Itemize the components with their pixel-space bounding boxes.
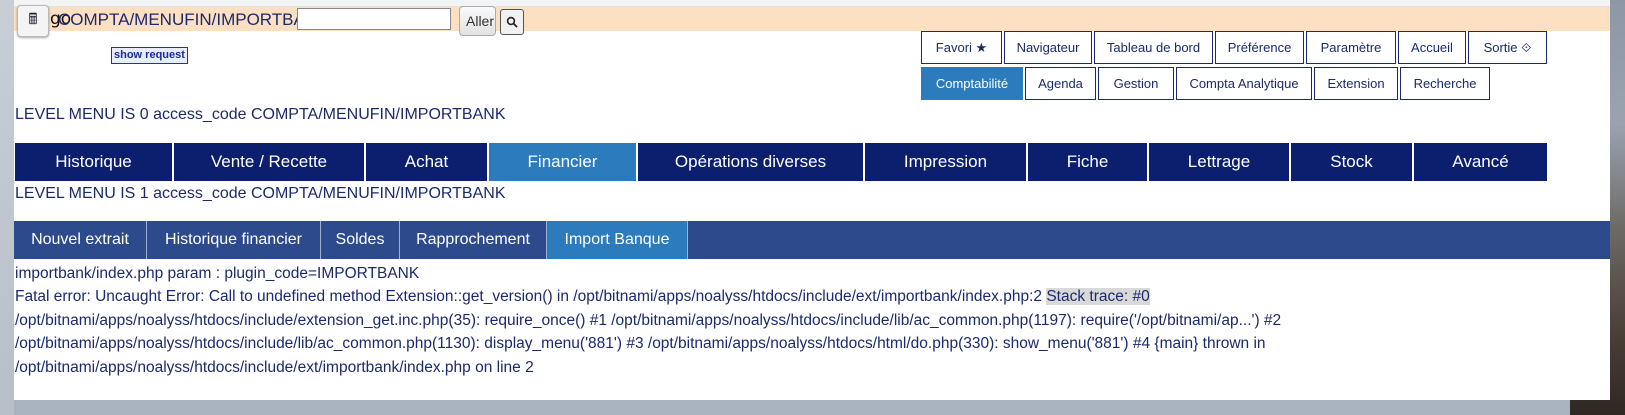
menu-navigateur[interactable]: Navigateur: [1004, 31, 1092, 64]
subtab-import-banque[interactable]: Import Banque: [547, 221, 688, 259]
access-code-label: COMPTA/MENUFIN/IMPORTBANK: [58, 10, 329, 29]
top-menu-row2: Comptabilité Agenda Gestion Compta Analy…: [921, 67, 1490, 100]
menu-compta-analytique[interactable]: Compta Analytique: [1176, 67, 1312, 100]
tab-avance[interactable]: Avancé: [1414, 143, 1547, 181]
menu-extension[interactable]: Extension: [1314, 67, 1398, 100]
level-menu-1-text: LEVEL MENU IS 1 access_code COMPTA/MENUF…: [15, 185, 506, 202]
menu-parametre[interactable]: Paramètre: [1306, 31, 1396, 64]
menu-recherche[interactable]: Recherche: [1400, 67, 1490, 100]
menu-comptabilite[interactable]: Comptabilité: [921, 67, 1023, 100]
error-text-highlight: Stack trace: #0: [1046, 288, 1150, 306]
param-line: importbank/index.php param : plugin_code…: [15, 265, 420, 282]
tab-operations-diverses[interactable]: Opérations diverses: [638, 143, 863, 181]
tab-lettrage[interactable]: Lettrage: [1149, 143, 1289, 181]
access-code-input[interactable]: [297, 8, 451, 30]
menu-favori[interactable]: Favori ★: [921, 31, 1002, 64]
error-text-rest: /opt/bitnami/apps/noalyss/htdocs/include…: [15, 311, 1282, 376]
menu-preference[interactable]: Préférence: [1215, 31, 1304, 64]
go-button[interactable]: Aller: [459, 6, 496, 36]
calculator-icon: 🖩: [28, 9, 38, 28]
tab-fiche[interactable]: Fiche: [1028, 143, 1147, 181]
menu-agenda[interactable]: Agenda: [1025, 67, 1096, 100]
top-menu-row1: Favori ★ Navigateur Tableau de bord Préf…: [921, 31, 1547, 64]
tab-financier[interactable]: Financier: [489, 143, 636, 181]
top-bar: [14, 7, 1610, 31]
tab-impression[interactable]: Impression: [865, 143, 1026, 181]
error-text-start: Fatal error: Uncaught Error: Call to und…: [15, 288, 1047, 306]
fatal-error-message: Fatal error: Uncaught Error: Call to und…: [15, 285, 1395, 379]
menu-tableau-de-bord[interactable]: Tableau de bord: [1094, 31, 1213, 64]
main-menu: Historique Vente / Recette Achat Financi…: [15, 143, 1547, 181]
subtab-historique-financier[interactable]: Historique financier: [147, 221, 321, 259]
tab-stock[interactable]: Stock: [1291, 143, 1412, 181]
desktop-background-left: [0, 0, 14, 415]
menu-sortie[interactable]: Sortie ⟐: [1468, 31, 1547, 64]
error-output: importbank/index.php param : plugin_code…: [15, 262, 1395, 379]
sub-menu: Nouvel extrait Historique financier Sold…: [14, 221, 1610, 259]
tab-vente-recette[interactable]: Vente / Recette: [174, 143, 364, 181]
tab-achat[interactable]: Achat: [366, 143, 487, 181]
browser-page: 🖩 go COMPTA/MENUFIN/IMPORTBANK Aller sho…: [14, 0, 1610, 400]
calculator-button[interactable]: 🖩: [17, 5, 49, 37]
search-button[interactable]: [500, 9, 524, 35]
show-request-button[interactable]: show request: [111, 47, 188, 64]
top-strip: [14, 0, 1610, 7]
subtab-soldes[interactable]: Soldes: [321, 221, 400, 259]
menu-gestion[interactable]: Gestion: [1098, 67, 1174, 100]
menu-accueil[interactable]: Accueil: [1398, 31, 1466, 64]
subtab-nouvel-extrait[interactable]: Nouvel extrait: [14, 221, 147, 259]
search-icon: [506, 16, 518, 28]
go-label: go: [50, 9, 72, 29]
tab-historique[interactable]: Historique: [15, 143, 172, 181]
level-menu-0-text: LEVEL MENU IS 0 access_code COMPTA/MENUF…: [15, 106, 506, 123]
subtab-rapprochement[interactable]: Rapprochement: [400, 221, 547, 259]
